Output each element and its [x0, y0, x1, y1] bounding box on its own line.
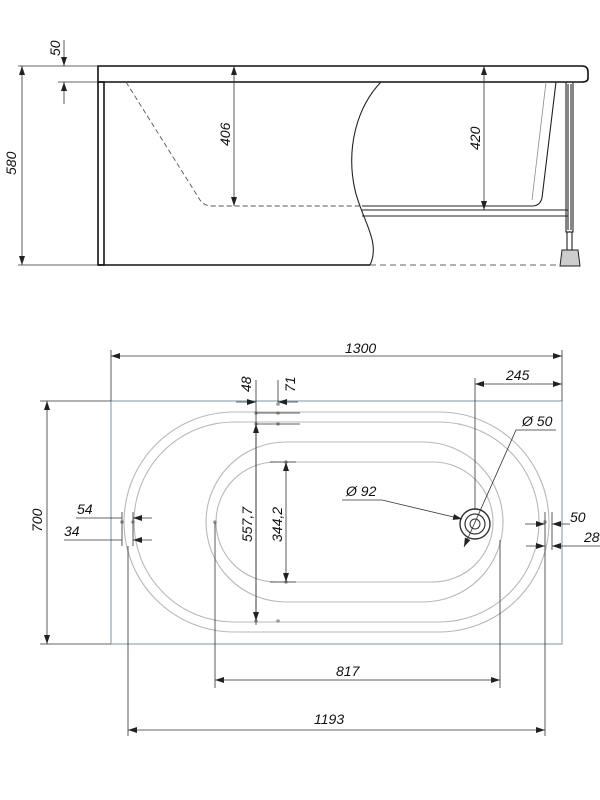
bowl-bottom-inner — [215, 461, 494, 583]
dim-50-right: 50 — [570, 509, 586, 525]
tub-rim — [97, 65, 589, 83]
dim-depth-right: 420 — [467, 126, 483, 150]
dim-344: 344,2 — [269, 507, 285, 542]
dim-817: 817 — [336, 663, 361, 679]
inner-contour — [362, 81, 557, 207]
dim-width: 700 — [29, 508, 45, 532]
section-cut-edge — [351, 81, 382, 266]
tub-apron — [97, 81, 105, 266]
dim-drain-50: Ø 50 — [521, 413, 553, 429]
hidden-inner-contour — [125, 81, 362, 207]
dim-54: 54 — [77, 501, 93, 517]
dim-drain-92: Ø 92 — [345, 483, 377, 499]
dim-1193: 1193 — [314, 711, 344, 727]
dim-48: 48 — [238, 376, 254, 392]
dim-total-height: 580 — [3, 151, 19, 175]
dim-rim: 50 — [47, 40, 63, 56]
bowl-upper-contour — [133, 421, 540, 623]
top-view: 1300 700 48 71 245 Ø 50 Ø 92 54 34 557,7 — [29, 340, 600, 736]
bowl-bottom-outer — [205, 441, 504, 603]
support-frame — [362, 209, 568, 217]
tub-outline — [110, 400, 563, 645]
dim-28: 28 — [583, 529, 600, 545]
drain-fitting — [459, 508, 491, 540]
leg-foot — [559, 249, 581, 267]
dim-length: 1300 — [345, 340, 376, 356]
dim-71: 71 — [282, 376, 298, 392]
dim-34: 34 — [64, 523, 80, 539]
rim-inner-contour — [123, 411, 550, 633]
side-view: 50 580 406 420 — [3, 40, 589, 267]
dim-245: 245 — [505, 367, 530, 383]
dim-depth-left: 406 — [217, 122, 233, 146]
dim-557: 557,7 — [239, 506, 255, 542]
